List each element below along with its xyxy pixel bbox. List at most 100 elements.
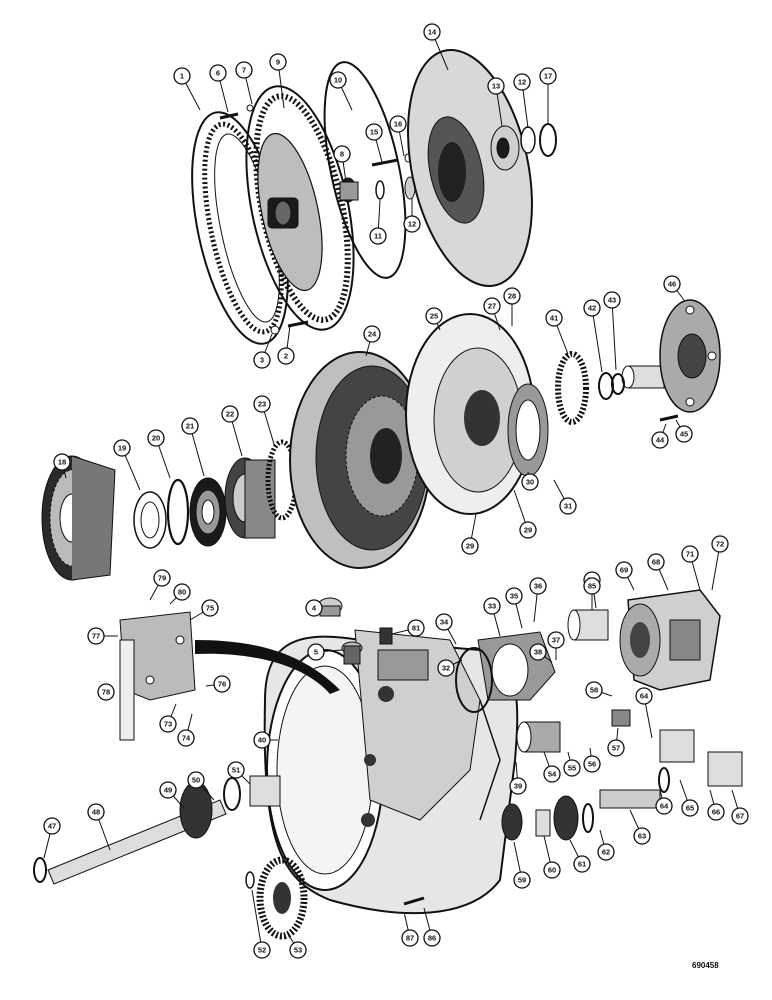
callout-circle [681, 799, 699, 817]
flywheel [245, 85, 355, 331]
callout-circle [529, 643, 547, 661]
callout-36: 36 [529, 577, 547, 623]
callout-circle [227, 761, 245, 779]
callout-circle [711, 535, 729, 553]
callout-15: 15 [365, 123, 383, 163]
callout-number: 85 [588, 582, 596, 591]
bushing-8 [339, 177, 359, 203]
bearing-21 [189, 477, 227, 547]
callout-circle [235, 61, 253, 79]
callout-circle [585, 681, 603, 699]
callout-circle [435, 613, 453, 631]
pump-plate-25 [405, 313, 535, 515]
callout-45: 45 [675, 419, 693, 443]
leader-line [611, 299, 617, 371]
callout-10: 10 [329, 71, 353, 111]
callout-number: 71 [686, 550, 694, 559]
sleeves-84 [659, 729, 743, 787]
callout-3: 3 [253, 333, 273, 369]
callout-number: 21 [186, 422, 194, 431]
main-housing-40 [263, 629, 519, 915]
callout-circle [305, 599, 323, 617]
callout-circle [87, 803, 105, 821]
callout-number: 43 [608, 296, 616, 305]
callout-48: 48 [87, 803, 111, 851]
callout-number: 29 [466, 542, 474, 551]
callout-number: 57 [612, 744, 620, 753]
callout-number: 13 [492, 82, 500, 91]
idler-54 [516, 721, 561, 753]
callout-37: 37 [547, 631, 565, 660]
callout-circle [563, 759, 581, 777]
callout-circle [675, 425, 693, 443]
callout-number: 49 [164, 786, 172, 795]
callout-number: 51 [232, 766, 240, 775]
callout-35: 35 [505, 587, 523, 629]
torque-converter-cover [407, 49, 533, 287]
callout-circle [529, 577, 547, 595]
callout-number: 77 [92, 632, 100, 641]
callout-circle [113, 439, 131, 457]
callout-69: 69 [615, 561, 635, 591]
callout-number: 17 [544, 72, 552, 81]
callout-22: 22 [221, 405, 243, 457]
bearing-row [501, 767, 670, 841]
callout-74: 74 [177, 713, 195, 747]
callout-circle [159, 781, 177, 799]
callout-circle [43, 817, 61, 835]
callout-circle [173, 583, 191, 601]
callout-66: 66 [707, 789, 725, 821]
callout-number: 19 [118, 444, 126, 453]
callout-number: 24 [368, 330, 377, 339]
callout-circle [153, 569, 171, 587]
callout-46: 46 [663, 275, 685, 301]
callout-87: 87 [401, 911, 419, 947]
callout-number: 32 [442, 664, 450, 673]
callout-number: 55 [568, 764, 576, 773]
callout-number: 34 [440, 618, 449, 627]
callout-number: 44 [656, 436, 665, 445]
callout-44: 44 [651, 423, 669, 449]
callout-number: 65 [686, 804, 694, 813]
callout-circle [425, 307, 443, 325]
callout-circle [401, 929, 419, 947]
callout-number: 9 [276, 58, 280, 67]
callout-number: 25 [430, 312, 438, 321]
callout-circle [539, 67, 557, 85]
callout-number: 46 [668, 280, 676, 289]
callout-number: 52 [258, 946, 266, 955]
callout-54: 54 [543, 751, 561, 783]
callout-circle [97, 683, 115, 701]
callout-number: 1 [180, 72, 184, 81]
callout-number: 22 [226, 410, 234, 419]
callout-60: 60 [543, 835, 561, 879]
hub-13 [490, 125, 520, 171]
callout-39: 39 [509, 761, 527, 795]
callout-86: 86 [423, 907, 441, 947]
callout-number: 18 [58, 458, 66, 467]
sleeve-85 [567, 609, 609, 641]
callout-number: 86 [428, 934, 436, 943]
callout-number: 23 [258, 400, 266, 409]
oring-32 [455, 647, 493, 713]
callout-49: 49 [159, 781, 185, 809]
callout-number: 27 [488, 302, 496, 311]
callout-circle [369, 227, 387, 245]
callout-number: 39 [514, 782, 522, 791]
turbine-24 [289, 351, 431, 569]
callout-number: 63 [638, 832, 646, 841]
callout-circle [423, 23, 441, 41]
callout-79: 79 [149, 569, 171, 601]
callout-number: 10 [334, 76, 342, 85]
callout-circle [607, 739, 625, 757]
callout-73: 73 [159, 703, 177, 733]
callout-29: 29 [513, 489, 537, 539]
callout-number: 7 [242, 66, 246, 75]
callout-11: 11 [369, 199, 387, 245]
callout-circle [615, 561, 633, 579]
callout-circle [707, 803, 725, 821]
gear-53 [245, 856, 308, 940]
callout-56: 56 [583, 747, 601, 773]
callout-40: 40 [253, 731, 278, 749]
callout-circle [329, 71, 347, 89]
